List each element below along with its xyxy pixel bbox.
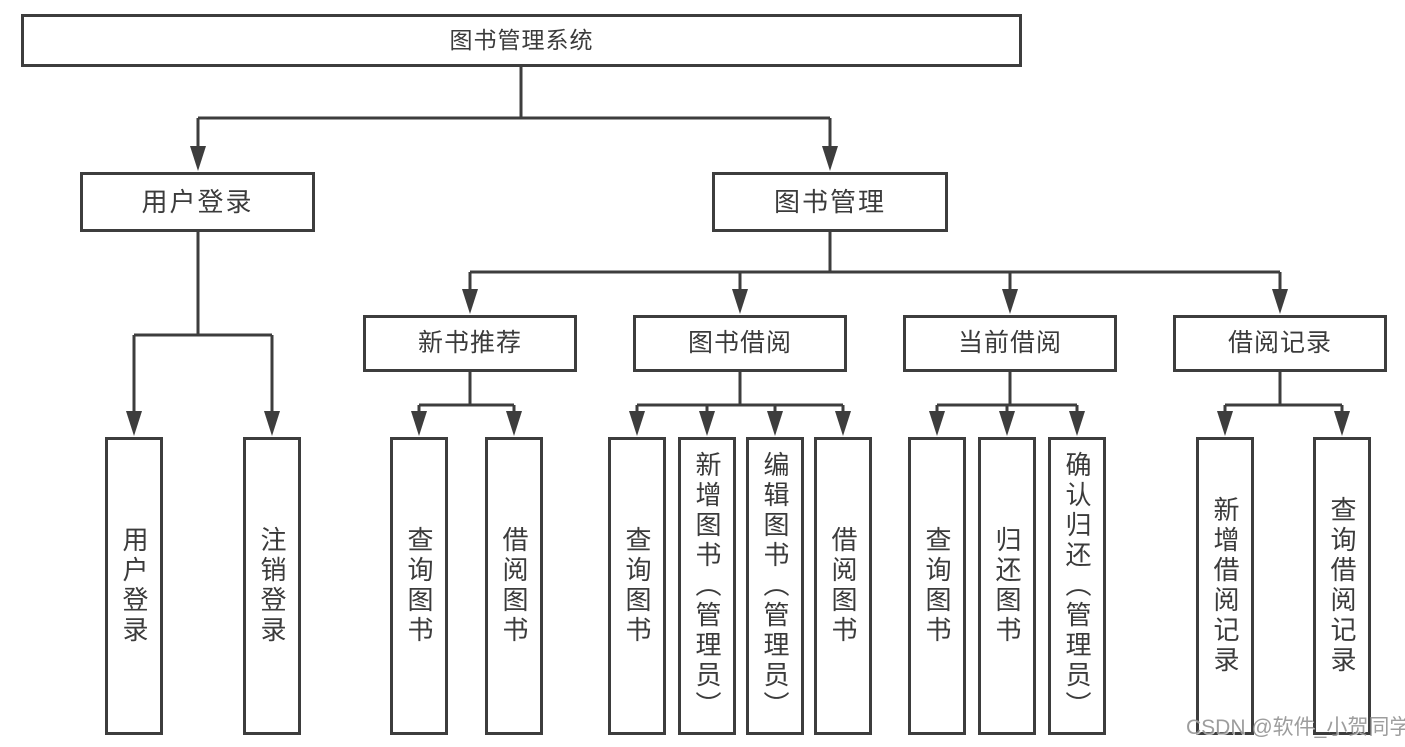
- leaf-add-borrow-record-label: 新增借阅记录: [1210, 496, 1240, 676]
- leaf-return-books: 归还图书: [978, 437, 1036, 735]
- watermark: CSDN @软件_小贺同学: [1186, 716, 1405, 739]
- leaf-edit-books-admin-label: 编辑图书（管理员）: [760, 451, 790, 721]
- node-borrow-records: 借阅记录: [1173, 315, 1387, 372]
- leaf-query-books-1: 查询图书: [390, 437, 448, 735]
- leaf-query-books-2-label: 查询图书: [622, 526, 652, 646]
- node-book-management-label: 图书管理: [773, 187, 886, 217]
- leaf-add-books-admin: 新增图书（管理员）: [678, 437, 736, 735]
- leaf-query-books-1-label: 查询图书: [404, 526, 434, 646]
- node-user-login-label: 用户登录: [141, 187, 254, 217]
- leaf-query-borrow-record: 查询借阅记录: [1313, 437, 1371, 735]
- leaf-user-login: 用户登录: [105, 437, 163, 735]
- leaf-borrow-books-2-label: 借阅图书: [828, 526, 858, 646]
- node-current-borrow: 当前借阅: [903, 315, 1117, 372]
- leaf-logout: 注销登录: [243, 437, 301, 735]
- leaf-query-books-3-label: 查询图书: [922, 526, 952, 646]
- node-book-management: 图书管理: [712, 172, 948, 232]
- node-system-root: 图书管理系统: [21, 14, 1022, 67]
- leaf-return-books-label: 归还图书: [992, 526, 1022, 646]
- leaf-add-borrow-record: 新增借阅记录: [1196, 437, 1254, 735]
- node-new-book-recommend: 新书推荐: [363, 315, 577, 372]
- leaf-borrow-books-2: 借阅图书: [814, 437, 872, 735]
- node-system-root-label: 图书管理系统: [449, 27, 594, 53]
- leaf-confirm-return-admin-label: 确认归还（管理员）: [1062, 451, 1092, 721]
- leaf-query-borrow-record-label: 查询借阅记录: [1327, 496, 1357, 676]
- leaf-add-books-admin-label: 新增图书（管理员）: [692, 451, 722, 721]
- leaf-edit-books-admin: 编辑图书（管理员）: [746, 437, 804, 735]
- leaf-user-login-label: 用户登录: [119, 526, 149, 646]
- leaf-logout-label: 注销登录: [257, 526, 287, 646]
- leaf-borrow-books-1: 借阅图书: [485, 437, 543, 735]
- leaf-borrow-books-1-label: 借阅图书: [499, 526, 529, 646]
- node-current-borrow-label: 当前借阅: [957, 329, 1062, 357]
- leaf-confirm-return-admin: 确认归还（管理员）: [1048, 437, 1106, 735]
- leaf-query-books-2: 查询图书: [608, 437, 666, 735]
- node-book-borrow-label: 图书借阅: [687, 329, 792, 357]
- node-new-book-recommend-label: 新书推荐: [417, 329, 522, 357]
- node-borrow-records-label: 借阅记录: [1227, 329, 1332, 357]
- leaf-query-books-3: 查询图书: [908, 437, 966, 735]
- node-user-login: 用户登录: [80, 172, 315, 232]
- node-book-borrow: 图书借阅: [633, 315, 847, 372]
